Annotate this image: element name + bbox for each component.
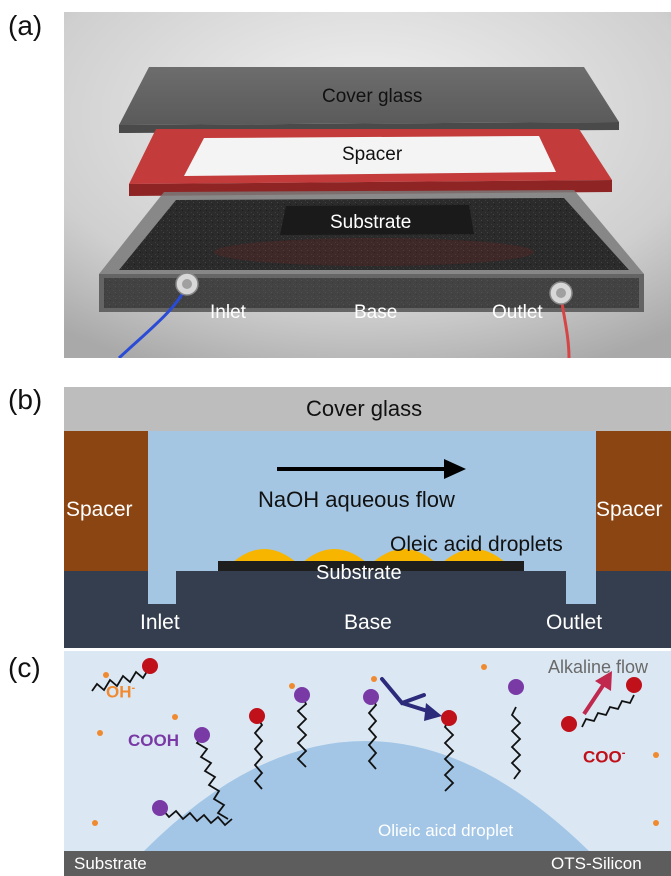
base-label: Base	[354, 302, 398, 323]
b-droplets-label: Oleic acid droplets	[390, 533, 563, 556]
surfactant-tail	[510, 706, 522, 780]
coo-head	[441, 710, 457, 726]
b-inlet-label: Inlet	[140, 611, 180, 634]
cooh-head	[152, 800, 168, 816]
b-base-label: Base	[344, 611, 392, 634]
substrate-label: Substrate	[330, 212, 412, 233]
coo-head	[626, 677, 642, 693]
b-outlet-label: Outlet	[546, 611, 603, 634]
cooh-head	[363, 689, 379, 705]
cooh-label: COOH	[128, 731, 179, 750]
cooh-head	[194, 727, 210, 743]
oh-text: OH	[106, 682, 132, 702]
droplet-4	[442, 549, 506, 563]
b-spacer-right-label: Spacer	[596, 498, 663, 521]
panel-a-render	[64, 12, 671, 358]
b-substrate-label: Substrate	[316, 562, 402, 584]
panel-a-label: (a)	[8, 10, 43, 41]
c-substrate-label: Substrate	[74, 854, 147, 873]
surfactant-tail	[91, 667, 150, 692]
reaction-arrow-head	[424, 703, 442, 721]
coo-head	[249, 708, 265, 724]
cover-glass-layer	[64, 387, 671, 431]
oh-ion	[371, 676, 377, 682]
oh-charge: -	[131, 682, 136, 694]
outlet-label: Outlet	[492, 302, 543, 323]
oh-ion	[289, 683, 295, 689]
panel-c-render	[64, 651, 671, 876]
b-flow-label: NaOH aqueous flow	[258, 487, 455, 512]
panel-c: Alkaline flow OH- COOH COO- Olieic aicd …	[64, 651, 671, 876]
oh-ion	[103, 672, 109, 678]
substrate-strip	[218, 561, 524, 571]
inlet-label: Inlet	[210, 302, 246, 323]
b-cover-glass-label: Cover glass	[306, 396, 423, 421]
ots-label: OTS-Silicon	[551, 854, 642, 873]
droplet-3	[372, 549, 436, 563]
cover-glass-label: Cover glass	[322, 86, 423, 107]
outlet-channel	[566, 571, 596, 604]
b-spacer-left-label: Spacer	[66, 498, 133, 521]
flow-arrow-head	[444, 459, 466, 479]
cooh-head	[294, 687, 310, 703]
substrate-plate	[280, 205, 474, 235]
coo-charge: -	[621, 747, 626, 759]
coo-text: COO	[583, 747, 622, 767]
droplet-label: Olieic aicd droplet	[378, 821, 514, 840]
oh-ion	[481, 664, 487, 670]
release-arrow-head	[595, 671, 612, 691]
surfactant-tail	[296, 695, 308, 768]
surfactant-tail	[367, 696, 378, 770]
droplet-dome	[144, 741, 589, 851]
cover-glass-plate	[119, 67, 619, 125]
oh-ion	[172, 714, 178, 720]
substrate-bar	[64, 851, 671, 876]
panel-c-label: (c)	[8, 652, 41, 683]
coo-head	[142, 658, 158, 674]
release-arrow	[582, 682, 606, 716]
oh-label: OH-	[106, 682, 135, 703]
oh-ion	[97, 730, 103, 736]
droplet-1	[232, 549, 297, 563]
surfactant-tail	[161, 808, 233, 827]
surfactant-tail	[253, 716, 264, 790]
coo-head	[561, 716, 577, 732]
panel-b-render	[64, 387, 671, 648]
surfactant-tail	[443, 718, 455, 792]
coo-label: COO-	[583, 747, 625, 768]
oh-ion	[653, 752, 659, 758]
cooh-head	[508, 679, 524, 695]
surfactant-tail	[195, 734, 229, 820]
panel-a: Cover glass Spacer Substrate Inlet Base …	[64, 12, 671, 358]
droplet-2	[302, 549, 367, 563]
panel-b: Cover glass NaOH aqueous flow Spacer Spa…	[64, 387, 671, 648]
inlet-channel	[148, 571, 176, 604]
oh-ion	[92, 820, 98, 826]
surfactant-tail	[581, 694, 635, 728]
alkaline-flow-label: Alkaline flow	[548, 657, 649, 677]
panel-b-label: (b)	[8, 384, 43, 415]
spacer-label: Spacer	[342, 144, 403, 165]
oh-ion	[653, 820, 659, 826]
